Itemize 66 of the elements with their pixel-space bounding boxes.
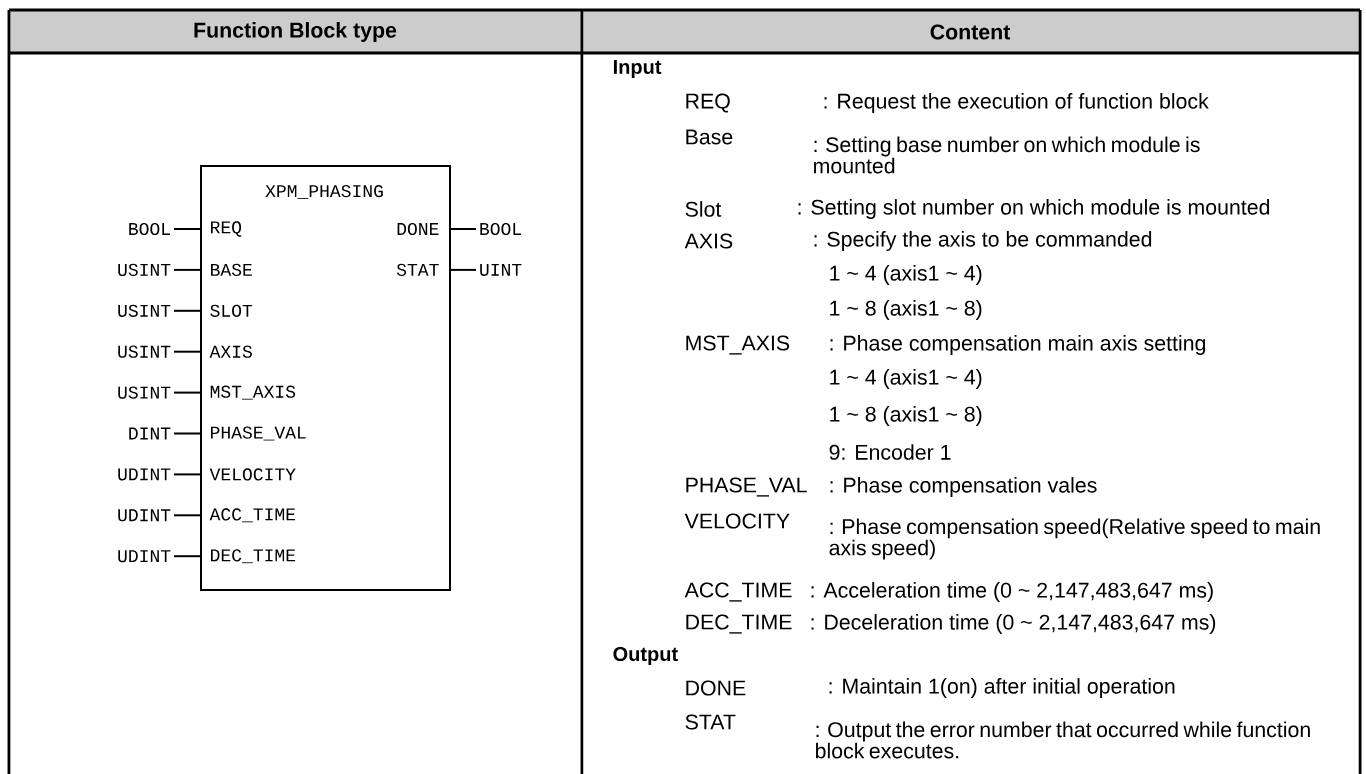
parameter-description: : Setting slot number on which module is mounted bbox=[798, 199, 1270, 219]
data-type-label: USINT bbox=[118, 263, 171, 276]
block-title: XPM_PHASING bbox=[265, 185, 383, 199]
data-type-label: UDINT bbox=[118, 550, 171, 563]
parameter-name: Slot bbox=[685, 201, 722, 217]
parameter-description: : Specify the axis to be commanded bbox=[814, 231, 1152, 251]
pin-label: BASE bbox=[211, 263, 252, 276]
parameter-name: DEC_TIME bbox=[686, 614, 792, 634]
range-text: 9: Encoder 1 bbox=[829, 444, 951, 460]
section-heading: Input bbox=[613, 60, 662, 78]
parameter-name: VELOCITY bbox=[684, 513, 790, 529]
pin-line bbox=[173, 473, 201, 476]
pin-line bbox=[173, 555, 201, 558]
range-text: 1 ~ 8 (axis1 ~ 8) bbox=[830, 406, 982, 426]
column-header: Function Block type bbox=[194, 22, 397, 42]
pin-label: DONE bbox=[397, 222, 439, 236]
range-text: 1 ~ 4 (axis1 ~ 4) bbox=[830, 265, 982, 285]
data-type-label: UDINT bbox=[118, 509, 171, 522]
parameter-name: REQ bbox=[686, 93, 730, 113]
parameter-description: : Output the error number that occurred while function block executes. bbox=[816, 721, 1310, 759]
pin-label: STAT bbox=[396, 263, 439, 276]
data-type-label: UDINT bbox=[118, 468, 171, 481]
data-type-label: DINT bbox=[129, 427, 171, 440]
pin-label: MST_AXIS bbox=[210, 385, 296, 400]
pin-label: VELOCITY bbox=[209, 468, 296, 481]
pin-line bbox=[450, 268, 477, 271]
parameter-name: STAT bbox=[685, 714, 736, 730]
parameter-name: ACC_TIME bbox=[684, 582, 792, 602]
pin-line bbox=[173, 309, 201, 312]
pin-label: ACC_TIME bbox=[209, 508, 296, 523]
pin-label: DEC_TIME bbox=[211, 549, 296, 564]
parameter-description: : Request the execution of function block bbox=[824, 93, 1209, 113]
function-block bbox=[200, 165, 451, 591]
pin-line bbox=[173, 514, 201, 517]
parameter-description: : Maintain 1(on) after initial operation bbox=[829, 678, 1175, 698]
range-text: 1 ~ 4 (axis1 ~ 4) bbox=[830, 369, 982, 389]
column-header: Content bbox=[930, 24, 1011, 40]
parameter-description: : Phase compensation speed(Relative speed to main axis speed) bbox=[829, 518, 1320, 560]
data-type-label: USINT bbox=[118, 386, 171, 399]
parameter-description: : Setting base number on which module is mounted bbox=[814, 136, 1200, 174]
parameter-description: : Deceleration time (0 ~ 2,147,483,647 ms) bbox=[811, 614, 1216, 634]
parameter-name: Base bbox=[686, 129, 733, 145]
pin-label: AXIS bbox=[209, 345, 252, 358]
parameter-name: PHASE_VAL bbox=[686, 477, 807, 497]
pin-line bbox=[173, 391, 201, 394]
parameter-name: MST_AXIS bbox=[686, 335, 790, 355]
parameter-name: DONE bbox=[686, 680, 746, 696]
pin-line bbox=[173, 432, 201, 435]
pin-label: PHASE_VAL bbox=[211, 426, 306, 441]
pin-label: SLOT bbox=[210, 304, 253, 317]
data-type-label: BOOL bbox=[480, 222, 521, 236]
parameter-description: : Phase compensation vales bbox=[830, 477, 1097, 497]
pin-line bbox=[173, 228, 201, 230]
data-type-label: USINT bbox=[118, 345, 171, 358]
pin-line bbox=[450, 228, 477, 230]
section-heading: Output bbox=[613, 646, 678, 666]
pin-line bbox=[173, 350, 201, 353]
parameter-description: : Acceleration time (0 ~ 2,147,483,647 ms) bbox=[811, 582, 1213, 602]
pin-label: REQ bbox=[211, 221, 242, 237]
parameter-name: AXIS bbox=[684, 233, 733, 249]
data-type-label: BOOL bbox=[129, 222, 170, 236]
data-type-label: USINT bbox=[118, 304, 171, 317]
pin-line bbox=[173, 268, 201, 271]
data-type-label: UINT bbox=[480, 263, 522, 276]
range-text: 1 ~ 8 (axis1 ~ 8) bbox=[830, 300, 982, 320]
parameter-description: : Phase compensation main axis setting bbox=[830, 335, 1206, 355]
